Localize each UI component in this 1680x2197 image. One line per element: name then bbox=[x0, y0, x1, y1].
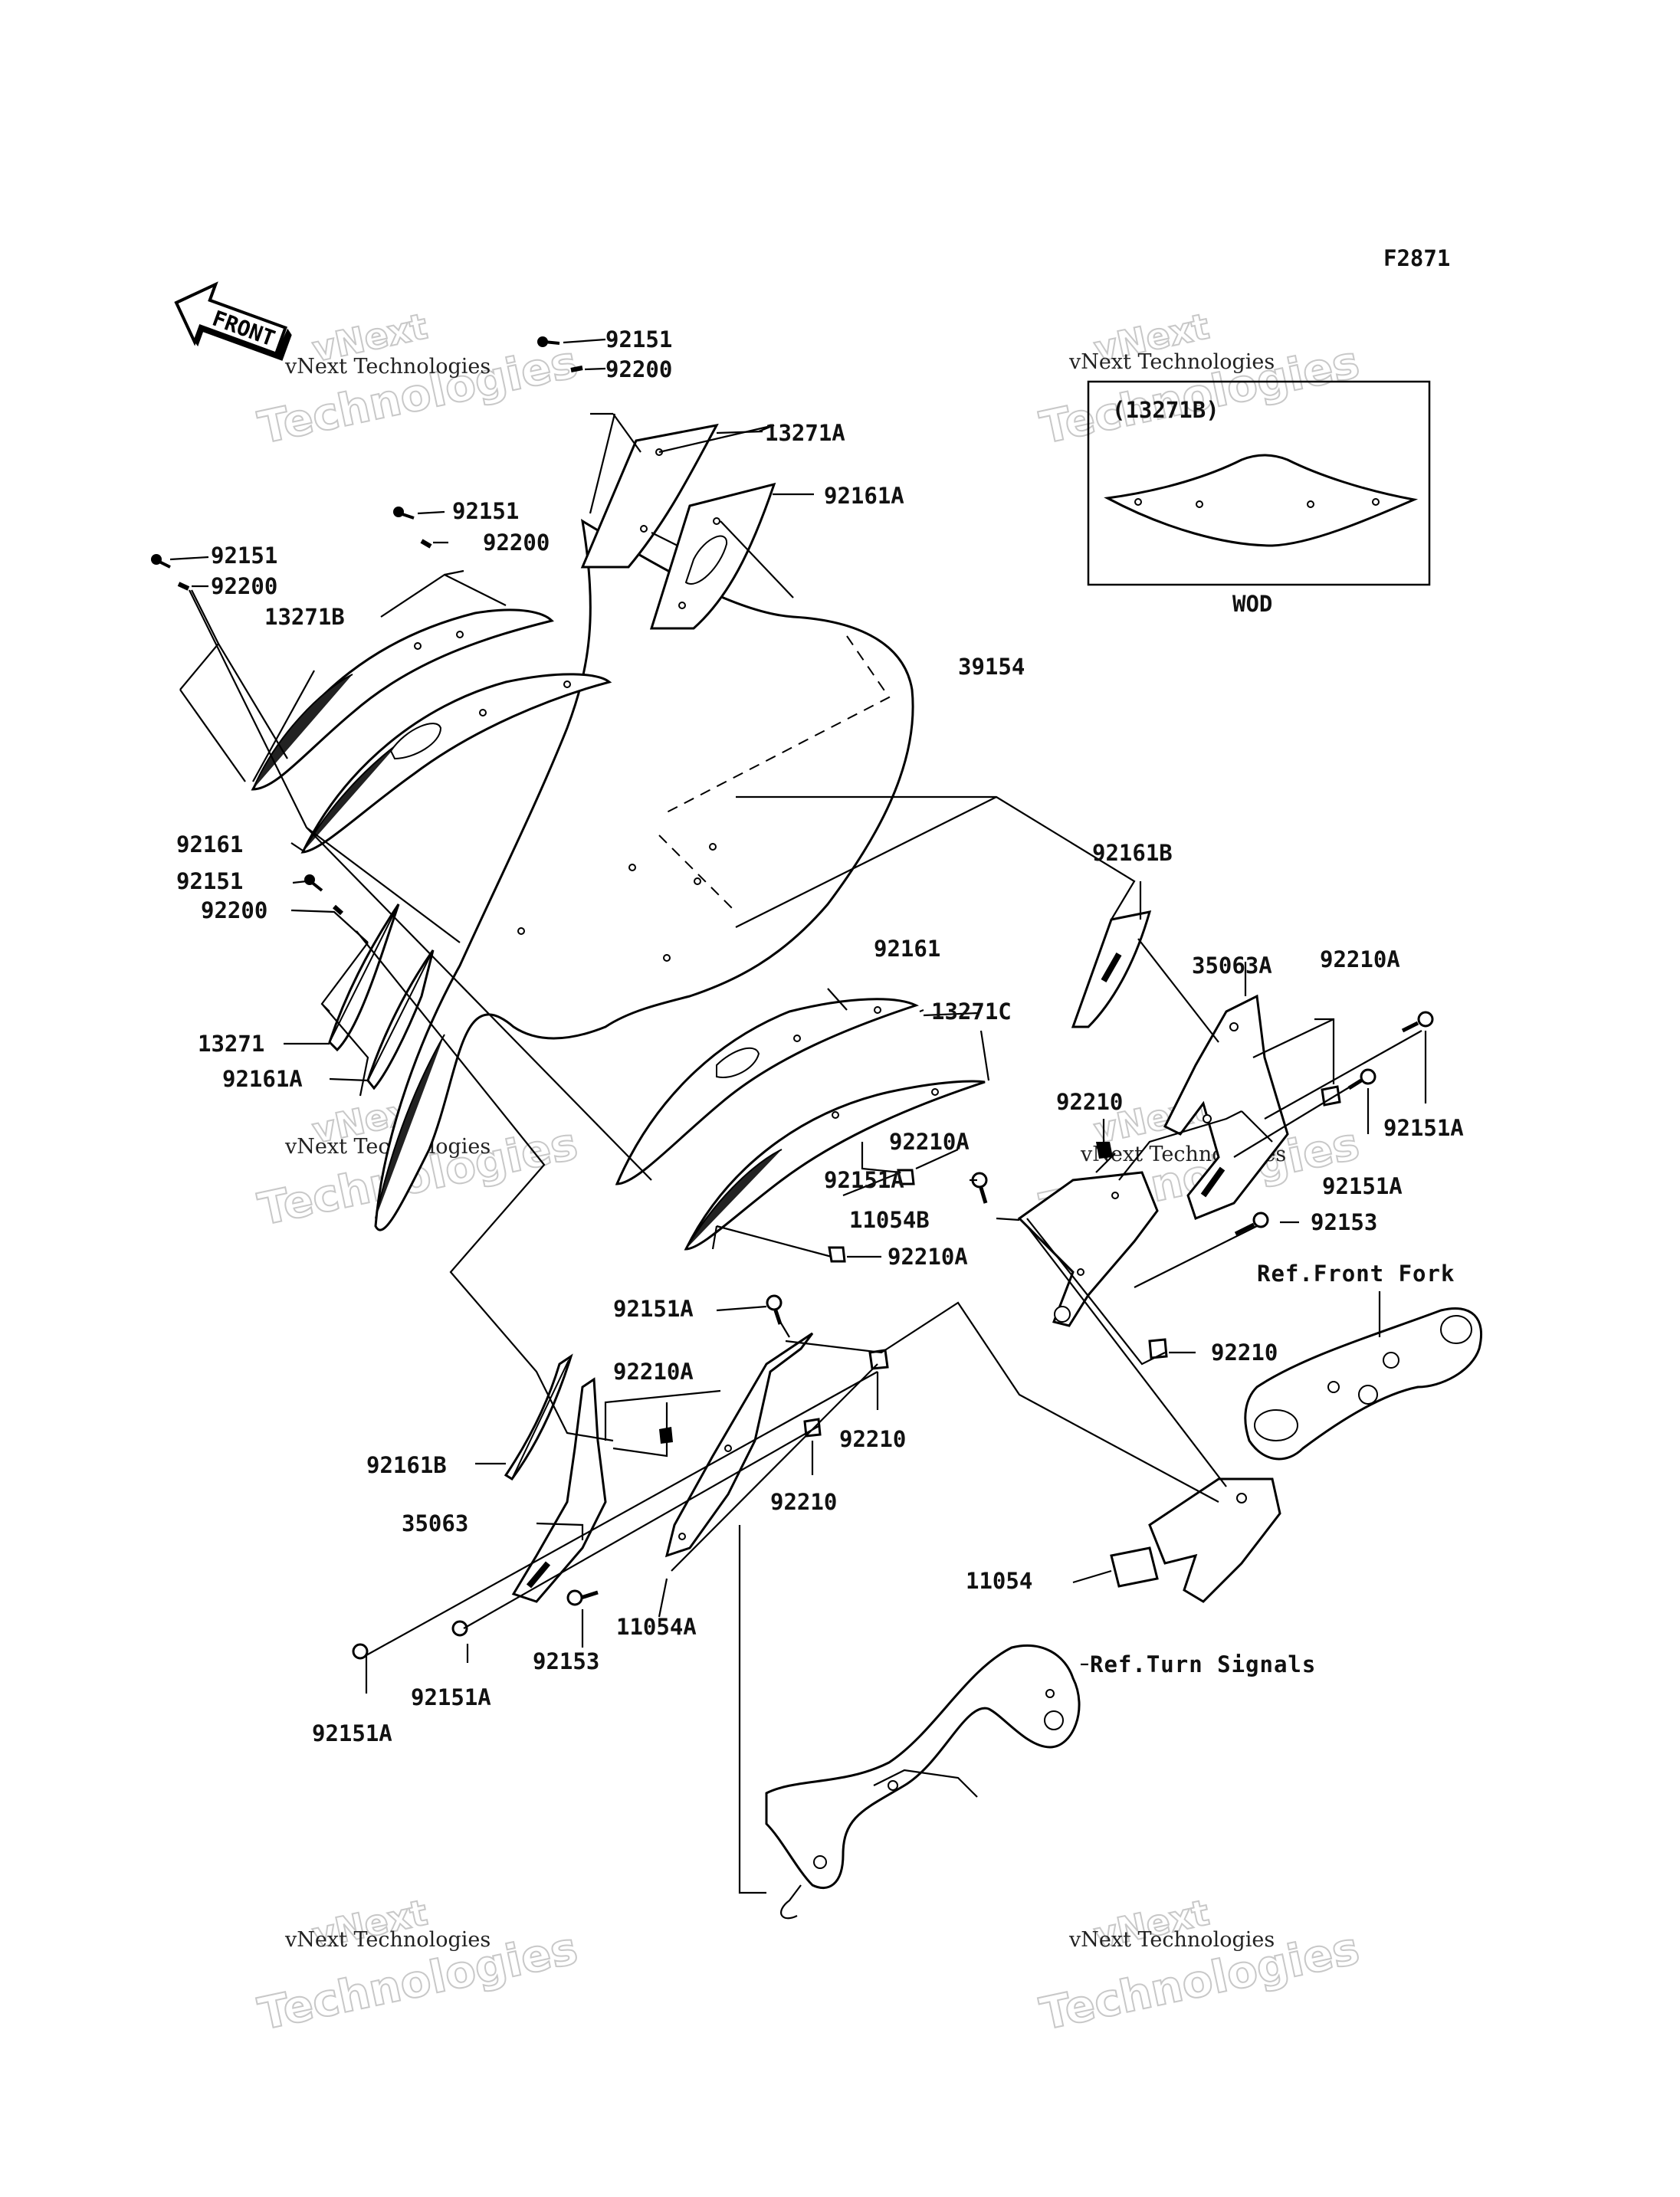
trim-92161a-part bbox=[649, 482, 776, 630]
inset-title: (13271B) bbox=[1112, 397, 1219, 423]
washer-icon bbox=[177, 582, 190, 591]
callout-label: 92161B bbox=[366, 1452, 447, 1478]
bolt-icon bbox=[393, 507, 415, 520]
callout-label: 92161A bbox=[824, 483, 904, 509]
callout-label: 92153 bbox=[533, 1648, 599, 1674]
washer-icon bbox=[570, 366, 583, 372]
inset-box: (13271B) WOD bbox=[1087, 380, 1431, 617]
trim-13271-part bbox=[328, 903, 400, 1052]
callout-label: 92200 bbox=[605, 356, 672, 382]
callout-label: 92151A bbox=[1322, 1173, 1403, 1199]
watermark-text: vNext Technologies bbox=[1068, 1928, 1275, 1952]
trim-13271c-part bbox=[684, 1080, 986, 1251]
front-fork-part bbox=[1244, 1307, 1483, 1461]
callout-label: 92151A bbox=[613, 1296, 694, 1322]
callout-label: 35063 bbox=[402, 1510, 468, 1536]
nut-icon bbox=[659, 1427, 673, 1444]
bracket-pad-92161b-part bbox=[1071, 910, 1152, 1028]
callout-label: 92161B bbox=[1092, 840, 1173, 866]
callout-label: 92151 bbox=[176, 868, 243, 894]
callout-label: 92210A bbox=[889, 1129, 970, 1155]
bolt-icon bbox=[566, 1589, 599, 1606]
callout-label: 39154 bbox=[958, 654, 1025, 680]
callout-label: 11054 bbox=[966, 1568, 1032, 1594]
bolt-icon bbox=[151, 554, 171, 569]
trim-92161a-lower-part bbox=[366, 949, 435, 1090]
windshield-part bbox=[374, 519, 914, 1231]
callout-label: 92151A bbox=[824, 1167, 904, 1193]
turn-signal-bracket-part bbox=[765, 1644, 1081, 1920]
callout-label: 92210 bbox=[1211, 1340, 1278, 1366]
bracket-35063a-part bbox=[1163, 994, 1289, 1220]
callout-label: 11054A bbox=[616, 1614, 697, 1640]
watermark-technologies: Technologies bbox=[254, 336, 582, 454]
front-arrow-icon: FRONT bbox=[174, 281, 292, 361]
bolt-icon bbox=[971, 1172, 988, 1204]
callout-label: 13271 bbox=[198, 1031, 264, 1057]
nut-icon bbox=[1096, 1142, 1113, 1159]
callout-label: 13271C bbox=[931, 998, 1012, 1025]
watermark-text: vNext Technologies bbox=[284, 1928, 491, 1952]
bolt-icon bbox=[1234, 1212, 1269, 1236]
washer-icon bbox=[420, 539, 432, 549]
callout-label: 92200 bbox=[211, 573, 277, 599]
callout-label: 92151A bbox=[411, 1684, 491, 1710]
callout-label: 92210A bbox=[1320, 946, 1400, 972]
callout-label: 92151A bbox=[1383, 1115, 1464, 1141]
callout-label: 92151 bbox=[452, 498, 519, 524]
nut-icon bbox=[828, 1246, 846, 1263]
callout-label: 92210A bbox=[888, 1244, 968, 1270]
washer-icon bbox=[332, 904, 344, 916]
bolt-icon bbox=[304, 874, 323, 892]
callout-label: 92151 bbox=[605, 326, 672, 353]
trim-13271b-part bbox=[251, 608, 554, 791]
callout-label: 92161 bbox=[176, 831, 243, 857]
bolt-icon bbox=[352, 1643, 369, 1660]
bolt-icon bbox=[766, 1294, 783, 1325]
watermark-text: vNext Technologies bbox=[284, 355, 491, 379]
bracket-11054a-part bbox=[664, 1332, 814, 1558]
bracket-pad-92161b-left-part bbox=[504, 1353, 573, 1481]
callout-label: 11054B bbox=[849, 1207, 930, 1233]
trim-edge bbox=[375, 1034, 445, 1219]
ref-front-fork: Ref.Front Fork bbox=[1257, 1261, 1455, 1287]
callout-label: 35063A bbox=[1192, 953, 1272, 979]
trim-92161-part bbox=[300, 673, 612, 854]
callout-label: 13271A bbox=[765, 420, 845, 446]
callout-label: 92151 bbox=[211, 543, 277, 569]
callout-label: 92153 bbox=[1311, 1209, 1377, 1235]
ref-turn-signals: Ref.Turn Signals bbox=[1090, 1651, 1316, 1677]
callout-label: 92161A bbox=[222, 1066, 303, 1092]
bracket-35063-part bbox=[511, 1377, 607, 1603]
callout-label: 92200 bbox=[201, 897, 267, 923]
callout-label: 92210 bbox=[770, 1489, 837, 1515]
bolt-icon bbox=[451, 1620, 468, 1637]
watermark-text: vNext Technologies bbox=[1068, 350, 1275, 374]
callout-label: 92151A bbox=[312, 1720, 392, 1746]
inset-caption: WOD bbox=[1232, 591, 1272, 617]
callout-label: 92200 bbox=[483, 530, 550, 556]
bolt-icon bbox=[1401, 1011, 1434, 1033]
trim-13271a-part bbox=[580, 423, 719, 569]
nut-icon bbox=[868, 1349, 889, 1370]
callout-label: 92210A bbox=[613, 1359, 694, 1385]
leader-lines bbox=[169, 338, 1427, 1894]
bracket-11054-part bbox=[1110, 1477, 1281, 1603]
trim-92161-right-part bbox=[615, 998, 920, 1185]
callout-labels: 92151 92200 13271A 92161A 92151 92200 92… bbox=[176, 326, 1464, 1746]
callout-label: 92210 bbox=[839, 1426, 906, 1452]
figure-code: F2871 bbox=[1383, 245, 1450, 271]
nut-icon bbox=[897, 1169, 915, 1185]
callout-label: 13271B bbox=[264, 604, 345, 630]
bolt-icon bbox=[537, 336, 560, 347]
callout-label: 92210 bbox=[1056, 1089, 1123, 1115]
callout-label: 92161 bbox=[874, 936, 940, 962]
